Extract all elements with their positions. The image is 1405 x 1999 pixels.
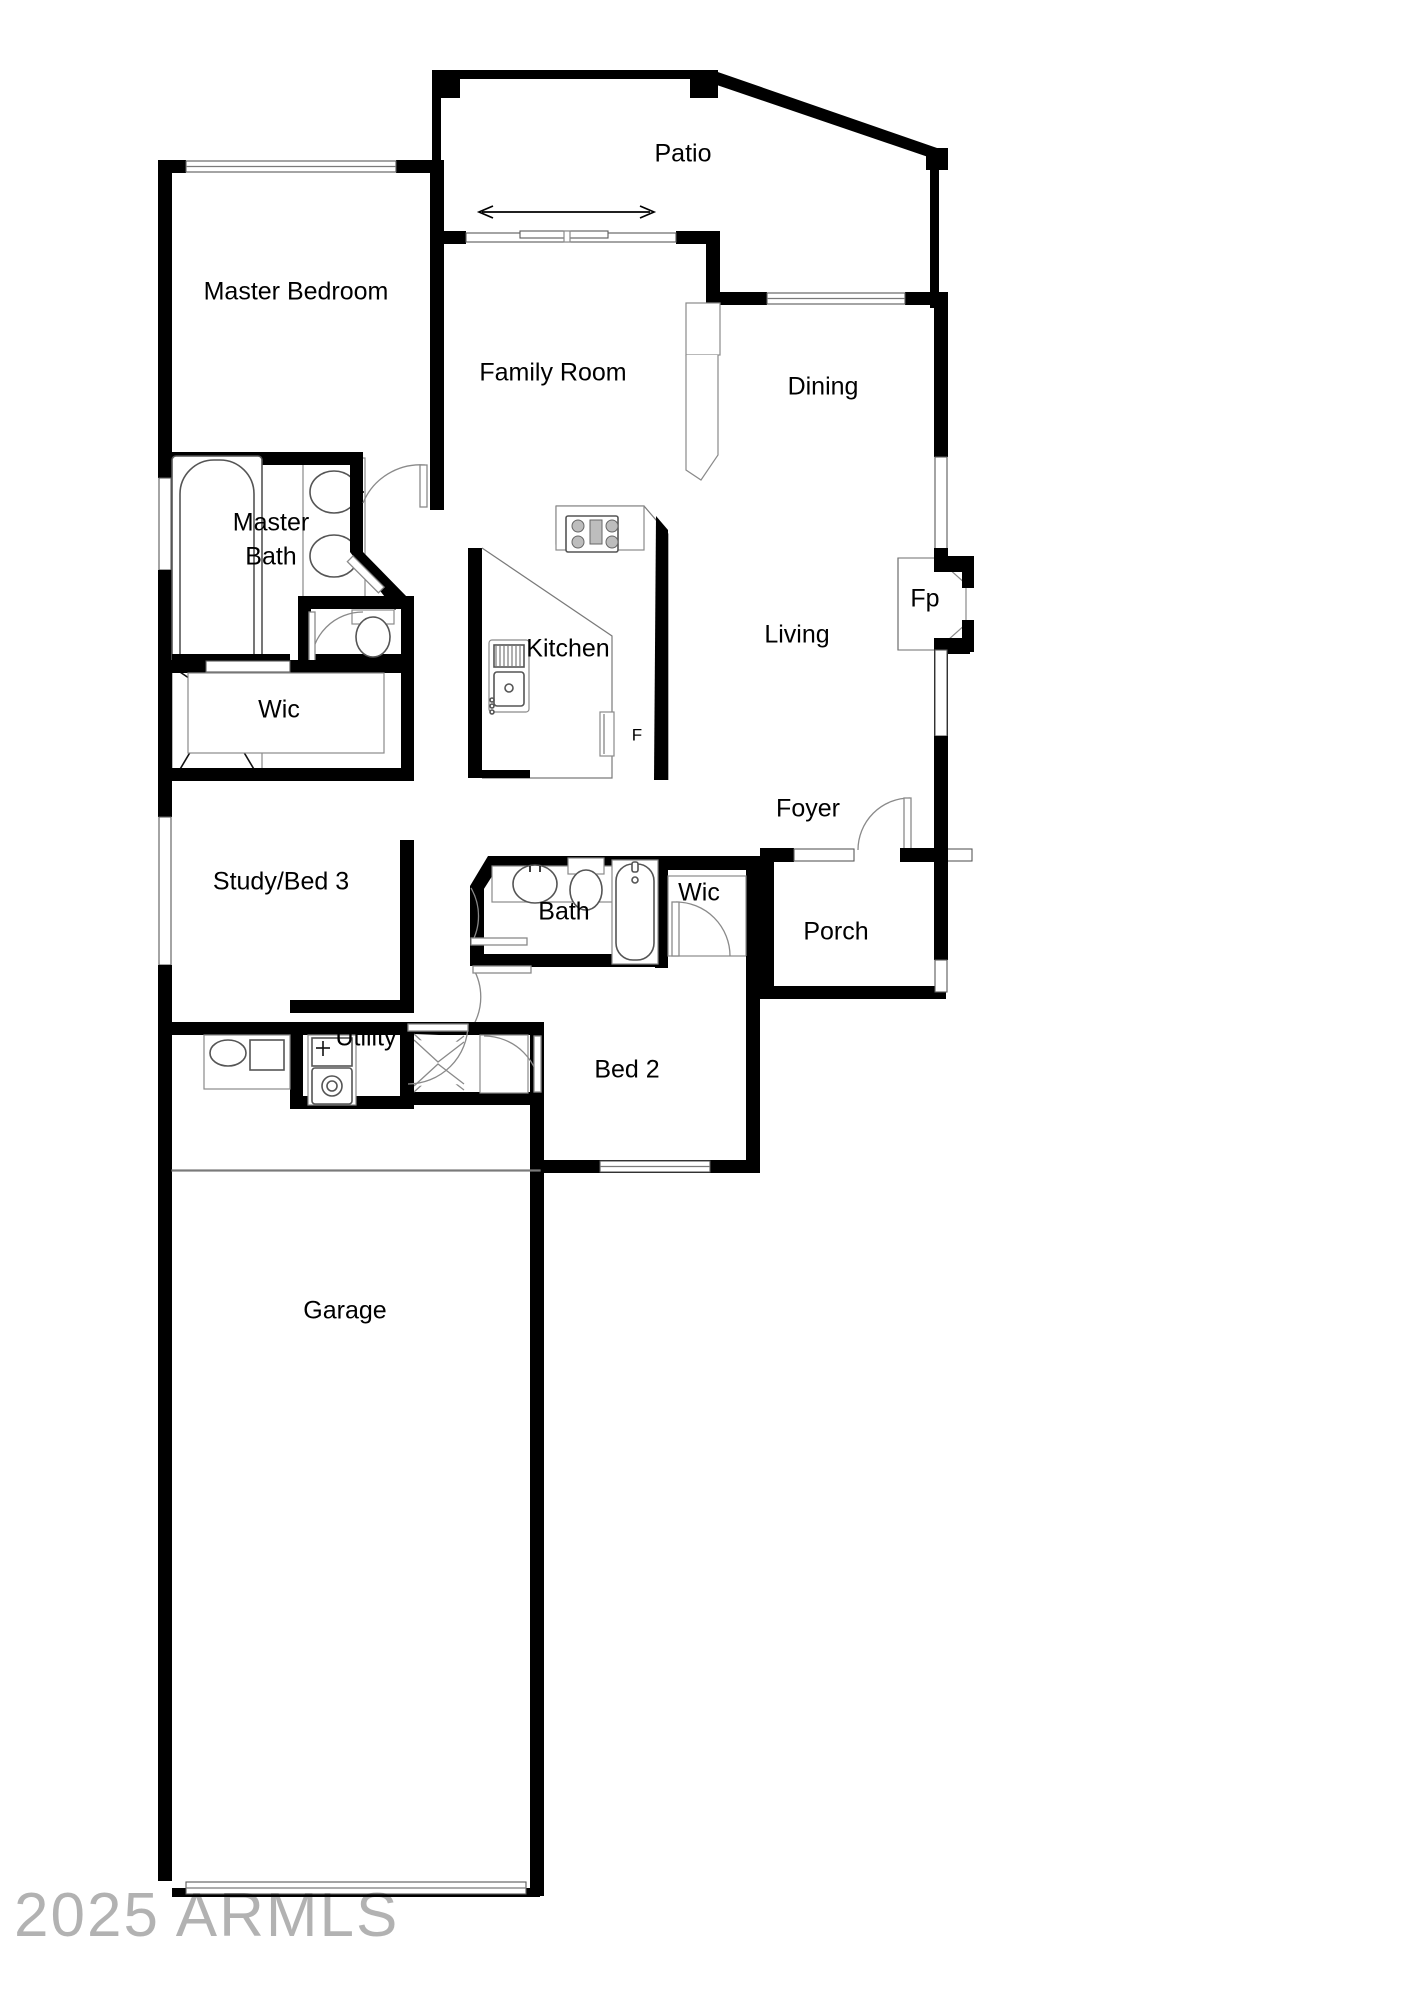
garage — [158, 1031, 544, 1897]
master-wic-door[interactable] — [205, 660, 291, 673]
utility-door[interactable] — [407, 1023, 469, 1085]
foyer-sidelight-left — [793, 848, 855, 862]
utility — [290, 1022, 469, 1109]
sliding-door-width-arrow — [476, 205, 657, 219]
room-label-kitchen: Kitchen — [526, 635, 609, 663]
bed2-closet-bifold-bottom[interactable] — [413, 1063, 465, 1093]
bath-toilet — [567, 857, 605, 911]
bed2-window — [599, 1160, 711, 1173]
room-label-master-bath-1: Master — [233, 509, 309, 537]
study-window — [158, 816, 172, 966]
kitchen-sink — [488, 639, 530, 715]
room-label-bed2: Bed 2 — [594, 1056, 659, 1084]
hall-bath-door[interactable] — [470, 887, 528, 946]
room-label-garage: Garage — [303, 1297, 386, 1325]
bath-tub — [611, 859, 659, 965]
living-window — [934, 649, 948, 737]
living-walls — [897, 548, 974, 858]
room-label-family-room: Family Room — [479, 359, 626, 387]
bed2-closet-bifold-top[interactable] — [413, 1033, 465, 1063]
front-door[interactable] — [857, 797, 912, 851]
master-toilet-room — [298, 596, 414, 667]
room-label-living: Living — [764, 621, 829, 649]
bed2-closet — [404, 1022, 534, 1105]
room-label-bath: Bath — [538, 898, 589, 926]
bath-wic — [667, 875, 747, 957]
master-wic — [158, 660, 414, 781]
study-bed3 — [158, 781, 414, 1035]
master-bath — [158, 452, 428, 778]
bed2 — [404, 956, 760, 1173]
room-label-utility: Utility — [335, 1024, 397, 1052]
patio-sliding-door[interactable] — [465, 230, 677, 243]
kitchen-island — [468, 547, 613, 779]
kitchen-fridge-marker: F — [632, 725, 642, 744]
bed2-door[interactable] — [483, 1035, 542, 1093]
master-bath-inner-door[interactable] — [346, 552, 408, 610]
room-label-fireplace: Fp — [910, 585, 939, 613]
room-label-study-bed3: Study/Bed 3 — [213, 868, 349, 896]
utility-appliances — [307, 1034, 357, 1106]
garage-water-heater — [203, 1034, 291, 1090]
hall-door[interactable] — [472, 965, 532, 1027]
porch-side-opening — [934, 959, 948, 993]
kitchen-range — [565, 515, 619, 553]
kitchen-counter: F — [555, 505, 669, 780]
hall-bath — [470, 856, 760, 1027]
kitchen: F — [468, 505, 669, 780]
master-bedroom-window — [185, 160, 397, 173]
master-toilet — [351, 609, 395, 658]
room-label-porch: Porch — [803, 918, 868, 946]
room-label-master-bedroom: Master Bedroom — [204, 278, 389, 306]
room-label-dining: Dining — [788, 373, 859, 401]
room-label-foyer: Foyer — [776, 795, 840, 823]
dining-window — [766, 292, 906, 305]
patio-walls — [432, 70, 948, 308]
bath-wic-door[interactable] — [671, 901, 731, 957]
room-label-patio: Patio — [655, 140, 712, 168]
room-labels: Patio Master Bedroom Family Room Dining … — [204, 140, 940, 1325]
family-room-walls — [432, 205, 720, 303]
room-label-bath-wic: Wic — [678, 879, 720, 907]
room-label-master-bath-2: Bath — [245, 543, 296, 571]
dining-walls — [685, 292, 948, 556]
dining-side-window — [934, 456, 948, 556]
master-bath-window — [158, 477, 172, 571]
master-bath-door[interactable] — [362, 464, 428, 508]
garage-door[interactable] — [185, 1881, 527, 1895]
master-bathtub — [171, 455, 263, 695]
room-label-master-wic: Wic — [258, 696, 300, 724]
foyer-porch — [760, 797, 973, 999]
